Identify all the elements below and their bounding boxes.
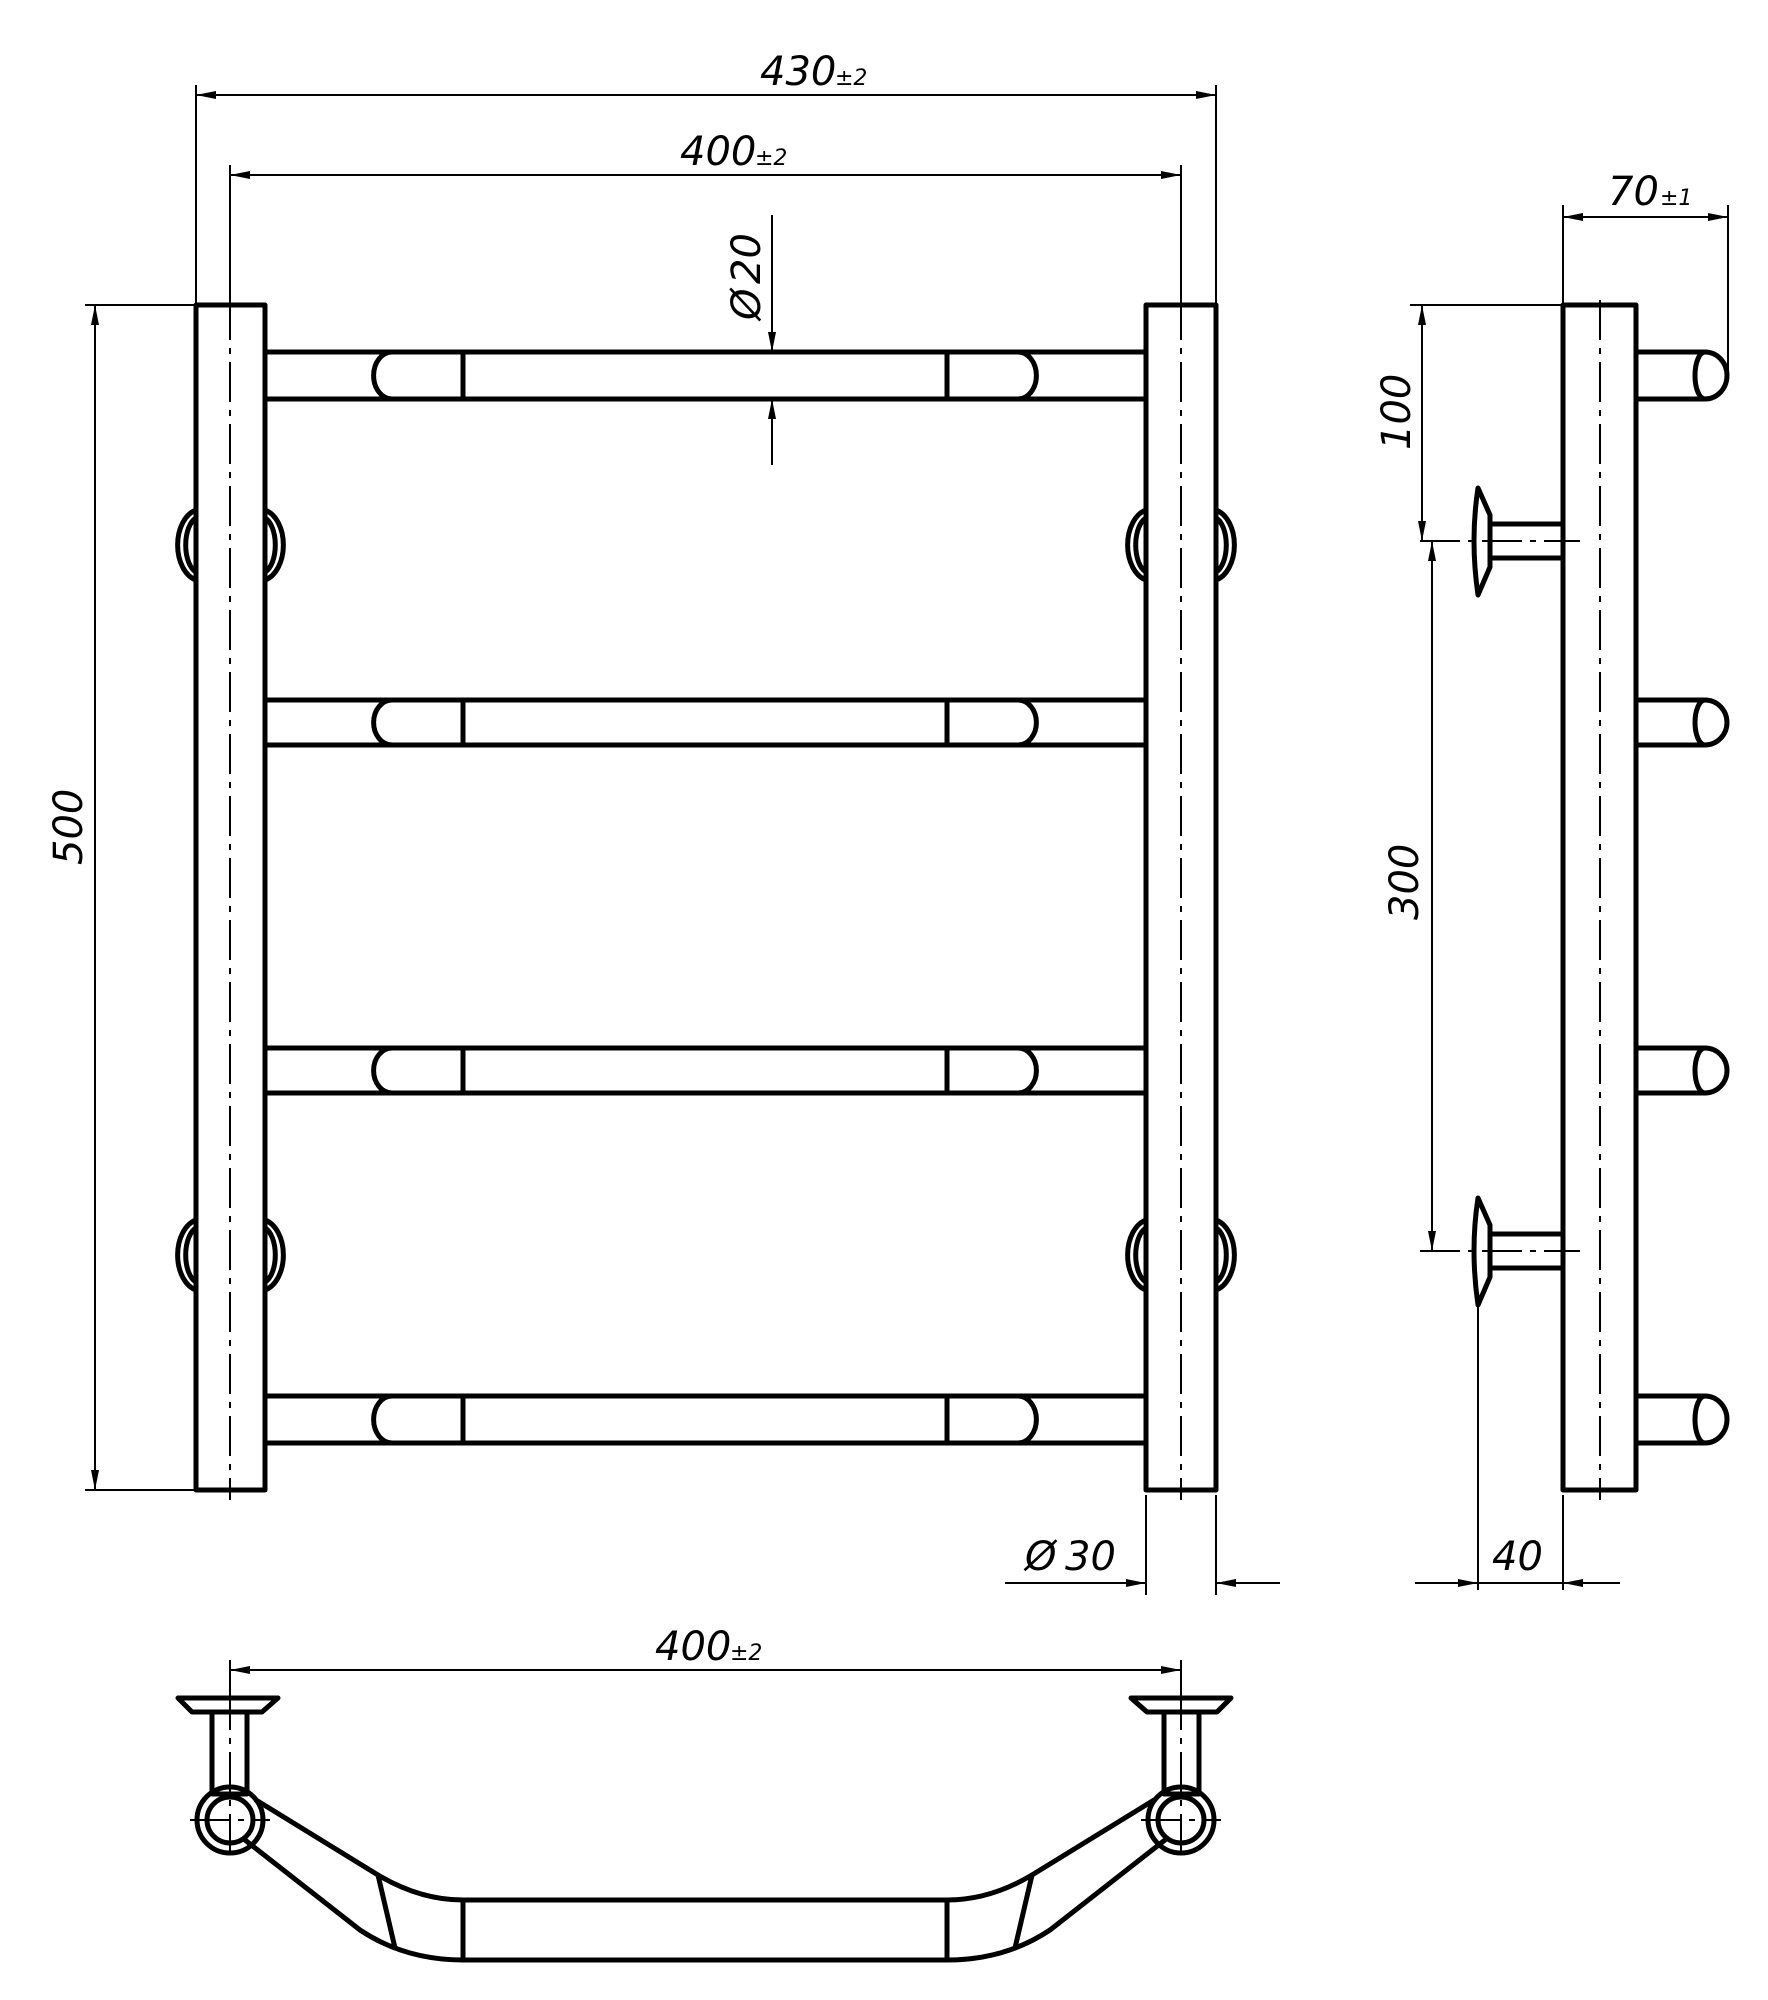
width-axes-value: 400 [680,129,756,175]
top-left-mount [175,1690,281,1860]
riser-diameter-value: 30 [1065,1534,1116,1580]
top-width-axes-value: 400 [655,1624,731,1670]
wall-mount-front [175,507,1237,1293]
height-value: 500 [46,789,92,865]
rung-diameter-symbol: Ø [724,287,770,322]
top-view: 400 ±2 [175,1624,1234,1963]
width-total-tolerance: ±2 [835,66,867,91]
front-view: 430 ±2 400 ±2 Ø 20 500 [46,49,1280,1595]
dimension-top-to-mount: 100 [1374,304,1563,541]
width-axes-tolerance: ±2 [755,146,787,171]
dimension-width-axes: 400 ±2 [229,129,1182,305]
width-total-value: 430 [760,49,836,95]
dimension-wall-offset: 40 [1415,1300,1620,1590]
dimension-width-total: 430 ±2 [195,49,1217,305]
top-right-mount [1128,1690,1234,1860]
riser-diameter-symbol: Ø [1023,1534,1058,1580]
dimension-mount-spacing: 300 [1382,541,1436,1251]
dimension-top-width-axes: 400 ±2 [229,1624,1182,1698]
side-wall-mount-lower [1420,1195,1580,1308]
side-view: 70 ±1 100 300 40 [1374,169,1730,1590]
top-to-mount-value: 100 [1374,374,1420,450]
side-rung-stubs [1633,349,1730,1446]
top-rung-outline [242,1797,1168,1963]
dimension-riser-diameter: Ø 30 [1005,1495,1280,1595]
rung-diameter-value: 20 [724,233,770,284]
dimension-height: 500 [46,304,196,1491]
top-width-axes-tolerance: ±2 [730,1641,762,1666]
dimension-depth: 70 ±1 [1562,169,1729,375]
rung-2 [262,697,1149,748]
wall-offset-value: 40 [1492,1534,1543,1580]
depth-value: 70 [1608,169,1659,215]
side-wall-mount-upper [1420,485,1580,598]
mount-spacing-value: 300 [1382,844,1428,920]
dimension-rung-diameter: Ø 20 [724,215,776,465]
rung-3 [262,1045,1149,1096]
rung-4 [262,1393,1149,1446]
depth-tolerance: ±1 [1660,186,1692,211]
rung-1 [262,349,1149,402]
